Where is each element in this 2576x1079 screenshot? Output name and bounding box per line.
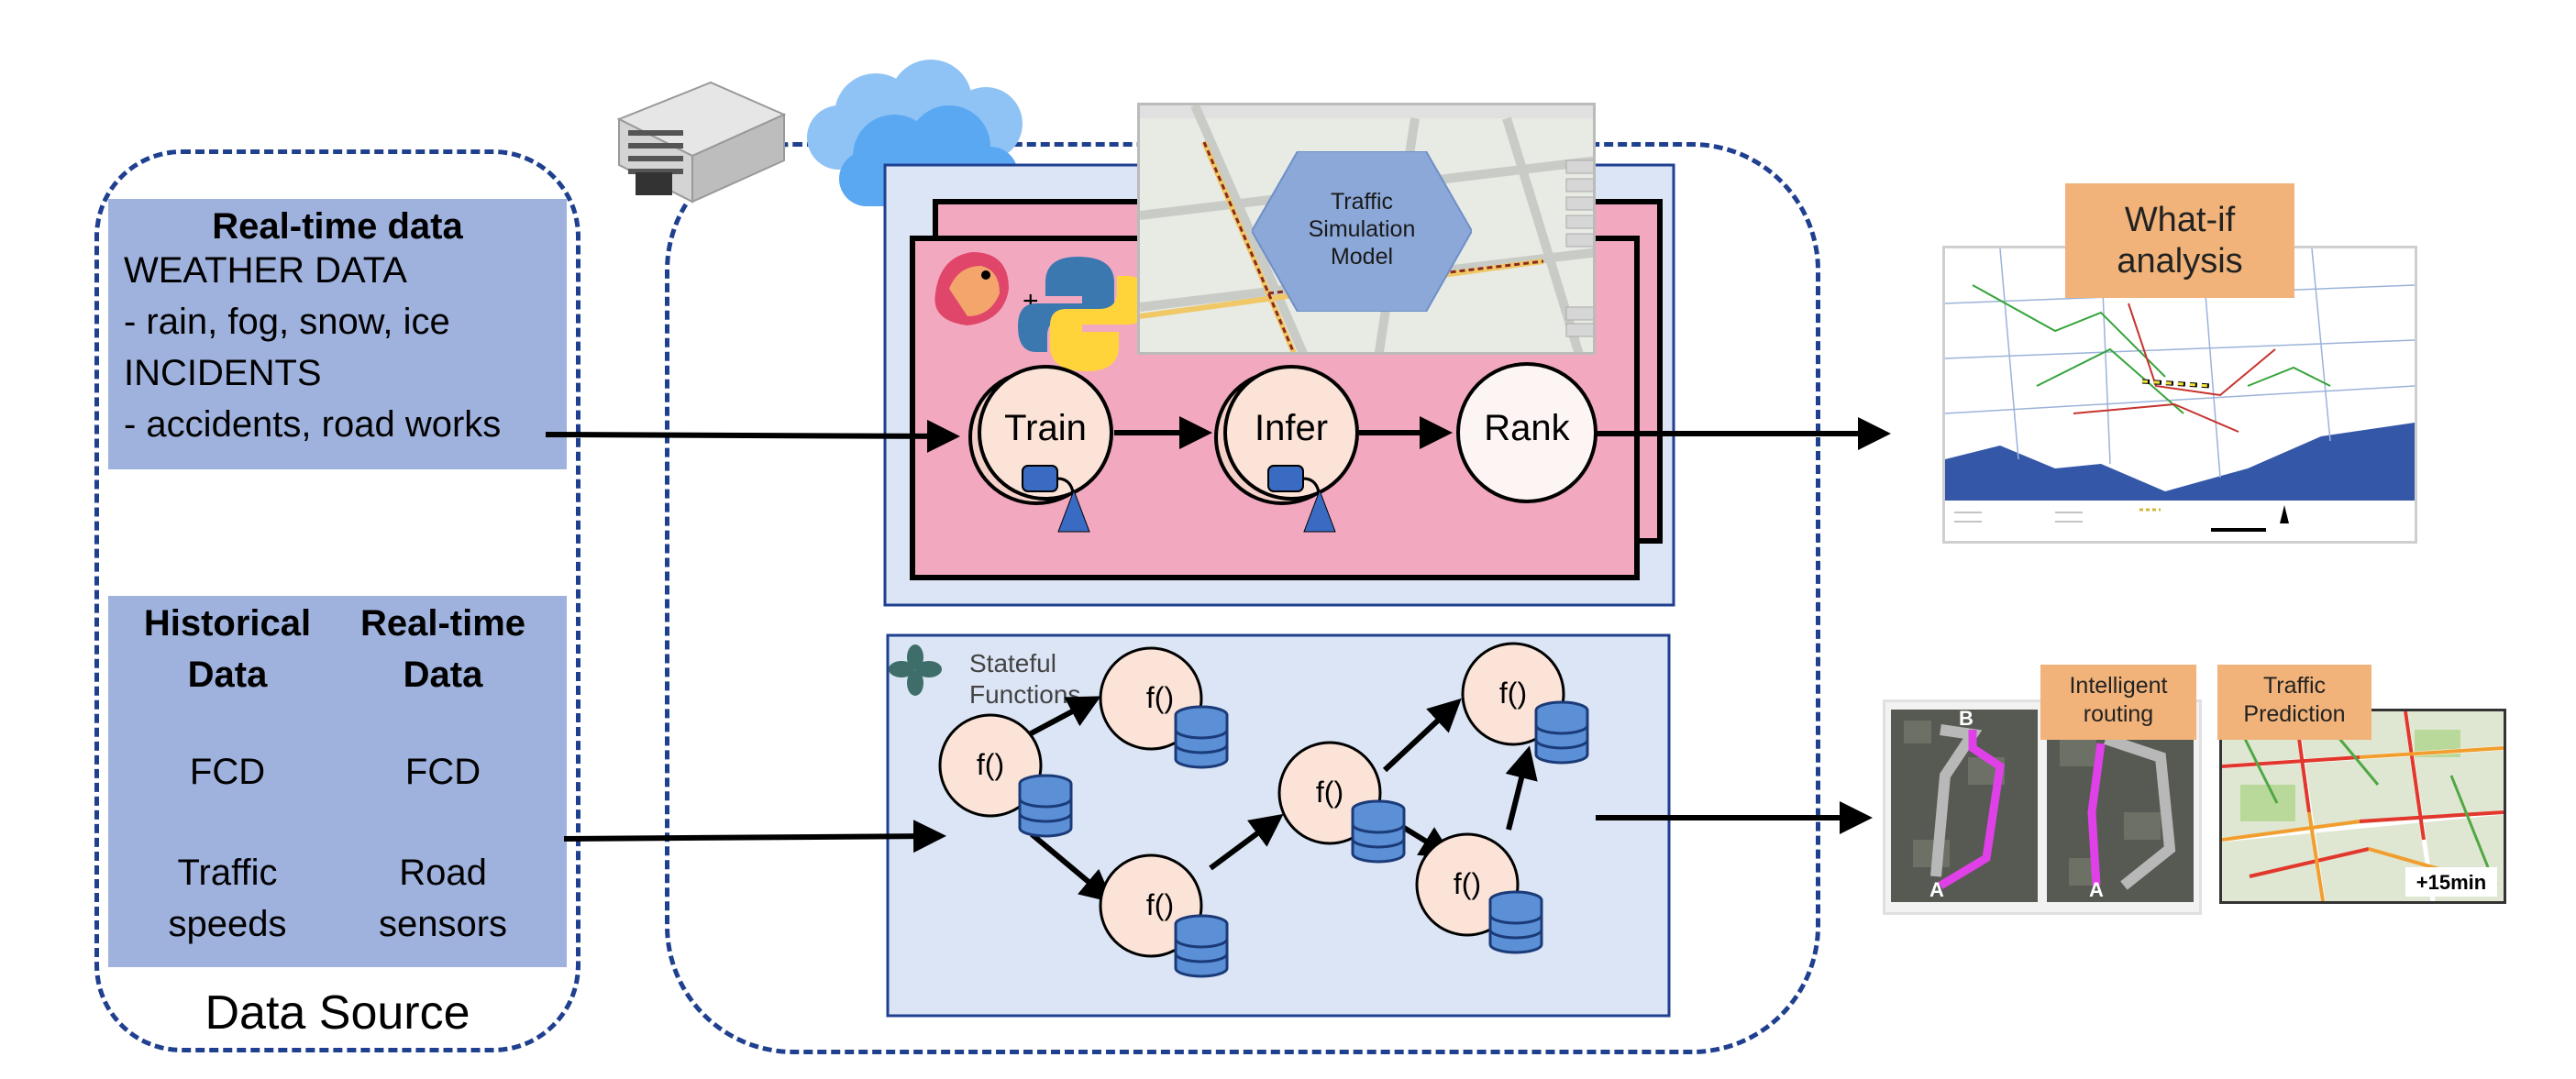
infer-label: Infer bbox=[1255, 408, 1328, 448]
svg-text:f(): f() bbox=[1499, 677, 1527, 710]
routing-label-2: routing bbox=[2083, 701, 2154, 727]
stateful-label-1: Stateful bbox=[969, 649, 1056, 677]
simulation-model-hexagon: Traffic Simulation Model bbox=[1252, 151, 1472, 312]
realtime-item-fcd: FCD bbox=[404, 752, 481, 792]
historical-header-1: Historical bbox=[143, 603, 312, 644]
stateful-functions-logo-icon bbox=[889, 644, 942, 696]
realtime-data-line-4: - accidents, road works bbox=[124, 404, 502, 445]
historical-header-2: Data bbox=[187, 655, 268, 695]
simulation-label-3: Model bbox=[1331, 244, 1393, 270]
function-node: f() bbox=[1415, 832, 1543, 954]
realtime-item-road: Road bbox=[399, 853, 487, 893]
what-if-analysis-label: What-if analysis bbox=[2065, 183, 2294, 298]
stateful-functions-diagram: Stateful Functions f() f() f() f() f() bbox=[886, 633, 1671, 1018]
prediction-label-2: Prediction bbox=[2243, 701, 2346, 727]
historical-item-traffic: Traffic bbox=[177, 853, 278, 893]
realtime-data-title: Real-time data bbox=[212, 206, 463, 247]
route-end-marker: B bbox=[1959, 707, 1973, 730]
what-if-analysis-map bbox=[1942, 246, 2417, 544]
svg-text:f(): f() bbox=[977, 748, 1004, 781]
prediction-label-1: Traffic bbox=[2262, 673, 2327, 699]
realtime-data-line-2: - rain, fog, snow, ice bbox=[124, 302, 450, 342]
train-node bbox=[978, 365, 1113, 501]
svg-text:f(): f() bbox=[1146, 888, 1174, 921]
prediction-badge: +15min bbox=[2416, 871, 2486, 894]
stateful-label-2: Functions bbox=[969, 680, 1080, 709]
routing-label-1: Intelligent bbox=[2069, 673, 2168, 699]
function-node: f() bbox=[1099, 853, 1229, 978]
historical-data-panel: Historical Data Real-time Data FCD Traff… bbox=[108, 596, 567, 967]
what-if-label-2: analysis bbox=[2117, 242, 2243, 281]
function-node: f() bbox=[1277, 741, 1406, 864]
simulation-label-1: Traffic bbox=[1331, 189, 1393, 215]
server-building-icon bbox=[616, 81, 787, 204]
realtime-header-2: Data bbox=[403, 655, 483, 695]
function-node: f() bbox=[1461, 642, 1589, 765]
python-logo-icon bbox=[1018, 257, 1146, 371]
realtime-data-line-3: INCIDENTS bbox=[124, 353, 322, 393]
svg-text:f(): f() bbox=[1454, 867, 1481, 900]
svg-text:f(): f() bbox=[1146, 681, 1174, 714]
traffic-prediction-label: Traffic Prediction bbox=[2217, 665, 2371, 740]
rank-label: Rank bbox=[1484, 408, 1570, 448]
realtime-header-1: Real-time bbox=[359, 603, 526, 644]
data-source-boundary bbox=[94, 149, 580, 1052]
function-node: f() bbox=[938, 713, 1073, 838]
simulation-label-2: Simulation bbox=[1309, 216, 1416, 242]
realtime-item-sensors: sensors bbox=[378, 904, 508, 944]
flink-logo-icon bbox=[934, 252, 1009, 325]
infer-node bbox=[1223, 365, 1359, 501]
intelligent-routing-label: Intelligent routing bbox=[2040, 665, 2196, 740]
svg-text:f(): f() bbox=[1316, 776, 1343, 809]
traffic-prediction-map: +15min bbox=[2219, 709, 2506, 904]
realtime-data-panel: Real-time data WEATHER DATA - rain, fog,… bbox=[108, 199, 567, 469]
historical-item-speeds: speeds bbox=[168, 904, 287, 944]
realtime-data-line-1: WEATHER DATA bbox=[124, 250, 407, 291]
route-start-marker: A bbox=[2089, 878, 2104, 901]
historical-item-fcd: FCD bbox=[189, 752, 266, 792]
route-start-marker: A bbox=[1929, 878, 1944, 901]
data-source-caption: Data Source bbox=[205, 986, 470, 1040]
what-if-label-1: What-if bbox=[2124, 201, 2236, 239]
function-node: f() bbox=[1099, 646, 1229, 769]
train-label: Train bbox=[1004, 408, 1087, 448]
